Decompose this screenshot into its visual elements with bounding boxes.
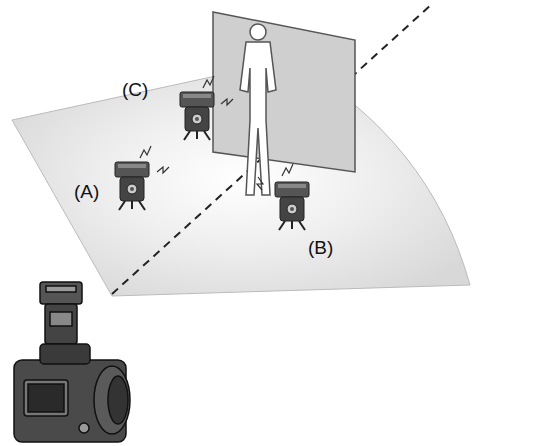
callout-label: (C) bbox=[122, 80, 148, 99]
flash-unit bbox=[275, 182, 309, 230]
flash-burst bbox=[140, 76, 293, 190]
flash-unit bbox=[115, 162, 149, 210]
camera bbox=[14, 282, 130, 442]
flash-unit bbox=[180, 92, 214, 140]
backdrop bbox=[213, 12, 355, 172]
callout-label: (A) bbox=[74, 182, 99, 201]
callout-label: (B) bbox=[308, 238, 333, 257]
axis-line bbox=[112, 4, 432, 294]
person bbox=[240, 24, 276, 195]
